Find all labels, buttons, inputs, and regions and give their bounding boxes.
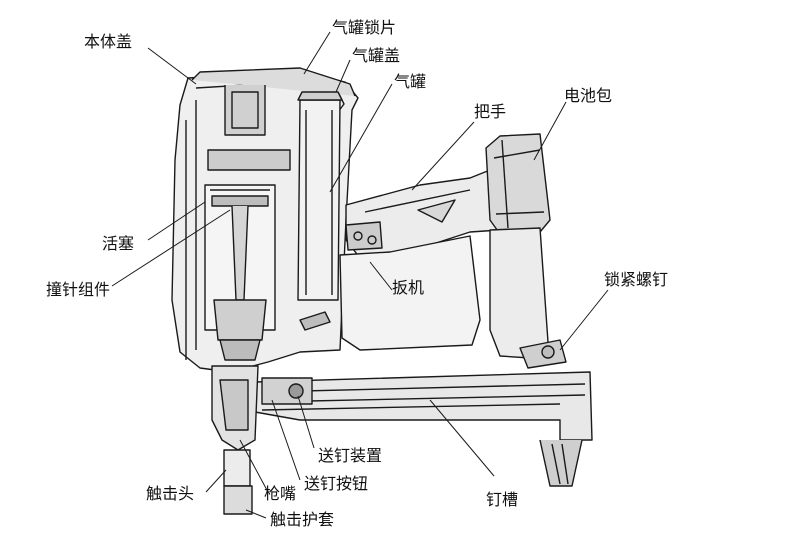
cylinder	[204, 184, 276, 361]
label-nose: 枪嘴	[264, 484, 297, 503]
label-nail-feeder: 送钉装置	[318, 446, 383, 465]
label-body-cover: 本体盖	[84, 32, 133, 51]
gas-can	[297, 91, 343, 301]
nose-assembly	[211, 365, 259, 515]
label-gas-can-lock: 气罐锁片	[332, 18, 397, 37]
label-gas-can-cap: 气罐盖	[352, 46, 401, 65]
magazine-rail	[254, 371, 593, 487]
label-striker-assembly: 撞针组件	[46, 280, 111, 299]
label-trigger: 扳机	[392, 278, 425, 297]
leader-lines	[111, 31, 609, 519]
label-gas-can: 气罐	[394, 72, 427, 91]
label-piston: 活塞	[102, 234, 135, 253]
label-contact-tip: 触击头	[146, 484, 195, 503]
handle-grip	[345, 169, 501, 259]
label-contact-tip-cover: 触击护套	[270, 510, 335, 529]
label-battery-pack: 电池包	[564, 86, 613, 105]
nail-feeder-block	[261, 377, 313, 405]
label-magazine: 钉槽	[486, 490, 519, 509]
body-cover	[191, 67, 356, 171]
label-feed-button: 送钉按钮	[304, 474, 369, 493]
label-lock-screw: 锁紧螺钉	[604, 270, 669, 289]
rear-grip	[489, 227, 567, 369]
label-handle: 把手	[474, 102, 507, 121]
trigger-assembly	[299, 221, 481, 351]
